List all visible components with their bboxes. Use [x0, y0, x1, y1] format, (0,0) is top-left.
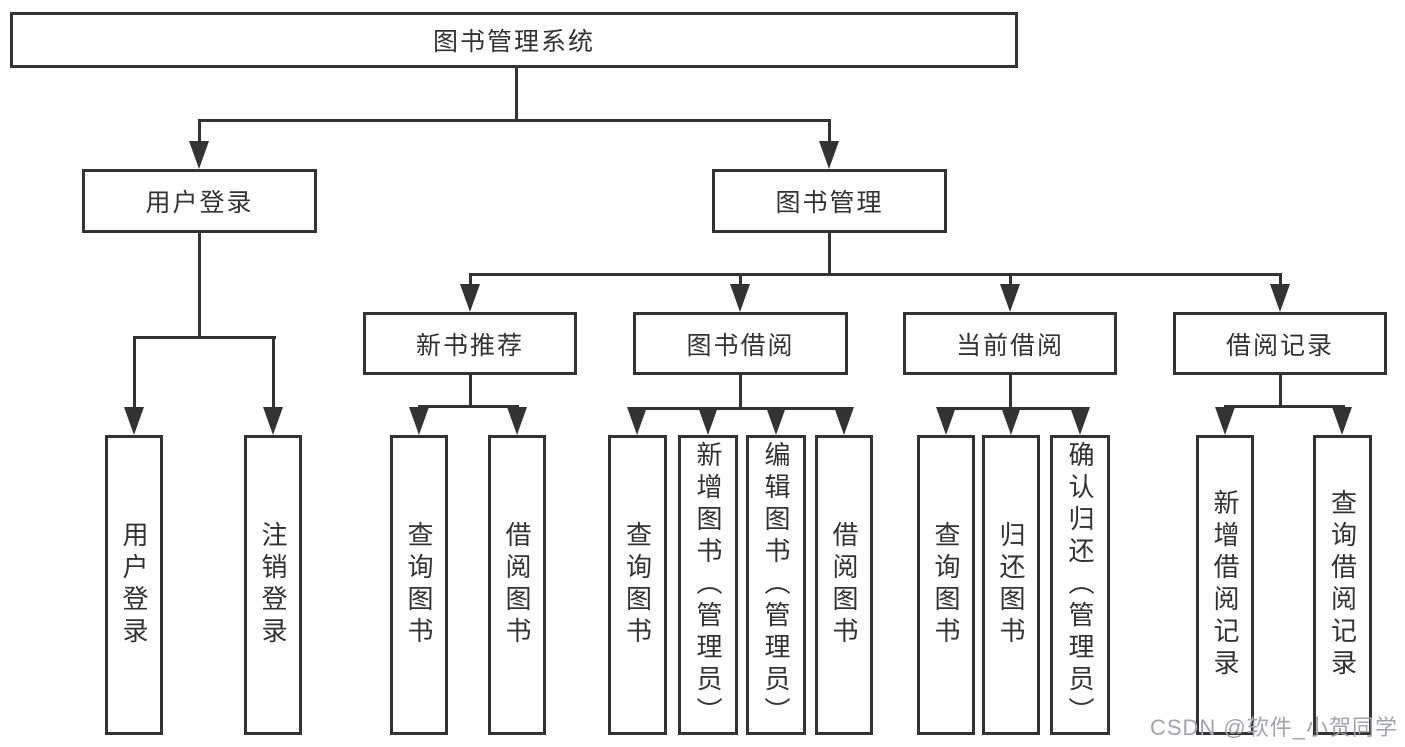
connector-line	[198, 119, 201, 147]
connector-arrow	[1000, 284, 1020, 312]
connector-arrow	[263, 407, 283, 435]
connector-line	[1224, 405, 1345, 408]
connector-line	[469, 375, 472, 408]
leaf-user-login: 用户登录	[105, 435, 163, 735]
leaf-confirm-return-admin: 确认归还（管理员）	[1050, 435, 1110, 735]
connector-arrow	[189, 141, 209, 169]
csdn-watermark: CSDN @软件_小贺同学	[1149, 715, 1398, 740]
leaf-rec-query-books: 查询图书	[390, 435, 448, 735]
leaf-logout-label: 注销登录	[258, 521, 288, 649]
node-user-branch-label: 用户登录	[145, 189, 254, 217]
connector-arrow	[409, 407, 429, 435]
connector-arrow	[124, 407, 144, 435]
leaf-borrow-books-label: 借阅图书	[829, 521, 859, 649]
leaf-query-borrow-record: 查询借阅记录	[1313, 435, 1372, 735]
connector-arrow	[1215, 407, 1235, 435]
connector-arrow	[936, 407, 956, 435]
connector-line	[133, 336, 136, 411]
leaf-return-books: 归还图书	[982, 435, 1040, 735]
leaf-current-query-books-label: 查询图书	[931, 521, 961, 649]
connector-arrow	[1070, 407, 1090, 435]
connector-line	[272, 336, 275, 411]
connector-arrow	[834, 407, 854, 435]
leaf-return-books-label: 归还图书	[996, 521, 1026, 649]
node-book-borrow-label: 图书借阅	[686, 331, 795, 360]
connector-line	[739, 273, 742, 287]
node-borrow-records-label: 借阅记录	[1225, 331, 1334, 360]
connector-line	[515, 68, 518, 119]
connector-arrow	[698, 407, 718, 435]
connector-arrow	[460, 284, 480, 312]
connector-arrow	[1332, 407, 1352, 435]
connector-line	[828, 119, 831, 147]
connector-arrow	[766, 407, 786, 435]
leaf-borrow-books: 借阅图书	[815, 435, 873, 735]
connector-line	[469, 273, 1282, 276]
connector-line	[418, 405, 519, 408]
leaf-add-books-admin-label: 新增图书（管理员）	[693, 441, 723, 729]
connector-line	[1279, 375, 1282, 408]
leaf-rec-borrow-books: 借阅图书	[488, 435, 546, 735]
leaf-logout: 注销登录	[244, 435, 302, 735]
leaf-borrow-query-books: 查询图书	[608, 435, 667, 735]
connector-line	[469, 273, 472, 287]
node-new-book-recommend: 新书推荐	[363, 312, 577, 375]
connector-line	[198, 233, 201, 338]
leaf-add-borrow-record: 新增借阅记录	[1196, 435, 1254, 735]
node-current-borrow-label: 当前借阅	[955, 331, 1064, 360]
connector-line	[133, 336, 276, 339]
node-root-label: 图书管理系统	[432, 28, 595, 56]
connector-line	[1279, 273, 1282, 287]
connector-arrow	[1270, 284, 1290, 312]
leaf-add-books-admin: 新增图书（管理员）	[678, 435, 738, 735]
leaf-query-borrow-record-label: 查询借阅记录	[1327, 489, 1358, 681]
connector-arrow	[507, 407, 527, 435]
node-current-borrow: 当前借阅	[903, 312, 1117, 375]
connector-line	[828, 233, 831, 275]
node-book-borrow: 图书借阅	[633, 312, 848, 375]
connector-arrow	[730, 284, 750, 312]
connector-line	[198, 119, 830, 122]
node-book-branch: 图书管理	[712, 169, 947, 233]
node-book-branch-label: 图书管理	[775, 189, 884, 217]
node-root: 图书管理系统	[10, 12, 1018, 68]
connector-line	[1009, 273, 1012, 287]
leaf-user-login-label: 用户登录	[119, 521, 149, 649]
connector-arrow	[819, 141, 839, 169]
node-user-branch: 用户登录	[82, 169, 317, 233]
leaf-edit-books-admin: 编辑图书（管理员）	[746, 435, 806, 735]
connector-line	[636, 407, 846, 410]
connector-arrow	[1001, 407, 1021, 435]
leaf-borrow-query-books-label: 查询图书	[622, 521, 653, 649]
leaf-rec-borrow-books-label: 借阅图书	[502, 521, 532, 649]
node-borrow-records: 借阅记录	[1173, 312, 1387, 375]
leaf-add-borrow-record-label: 新增借阅记录	[1210, 489, 1240, 681]
connector-line	[1009, 375, 1012, 409]
leaf-edit-books-admin-label: 编辑图书（管理员）	[761, 441, 791, 729]
leaf-rec-query-books-label: 查询图书	[404, 521, 434, 649]
node-new-book-recommend-label: 新书推荐	[415, 331, 524, 360]
leaf-confirm-return-admin-label: 确认归还（管理员）	[1065, 441, 1095, 729]
connector-arrow	[627, 407, 647, 435]
leaf-current-query-books: 查询图书	[917, 435, 975, 735]
connector-line	[739, 375, 742, 409]
